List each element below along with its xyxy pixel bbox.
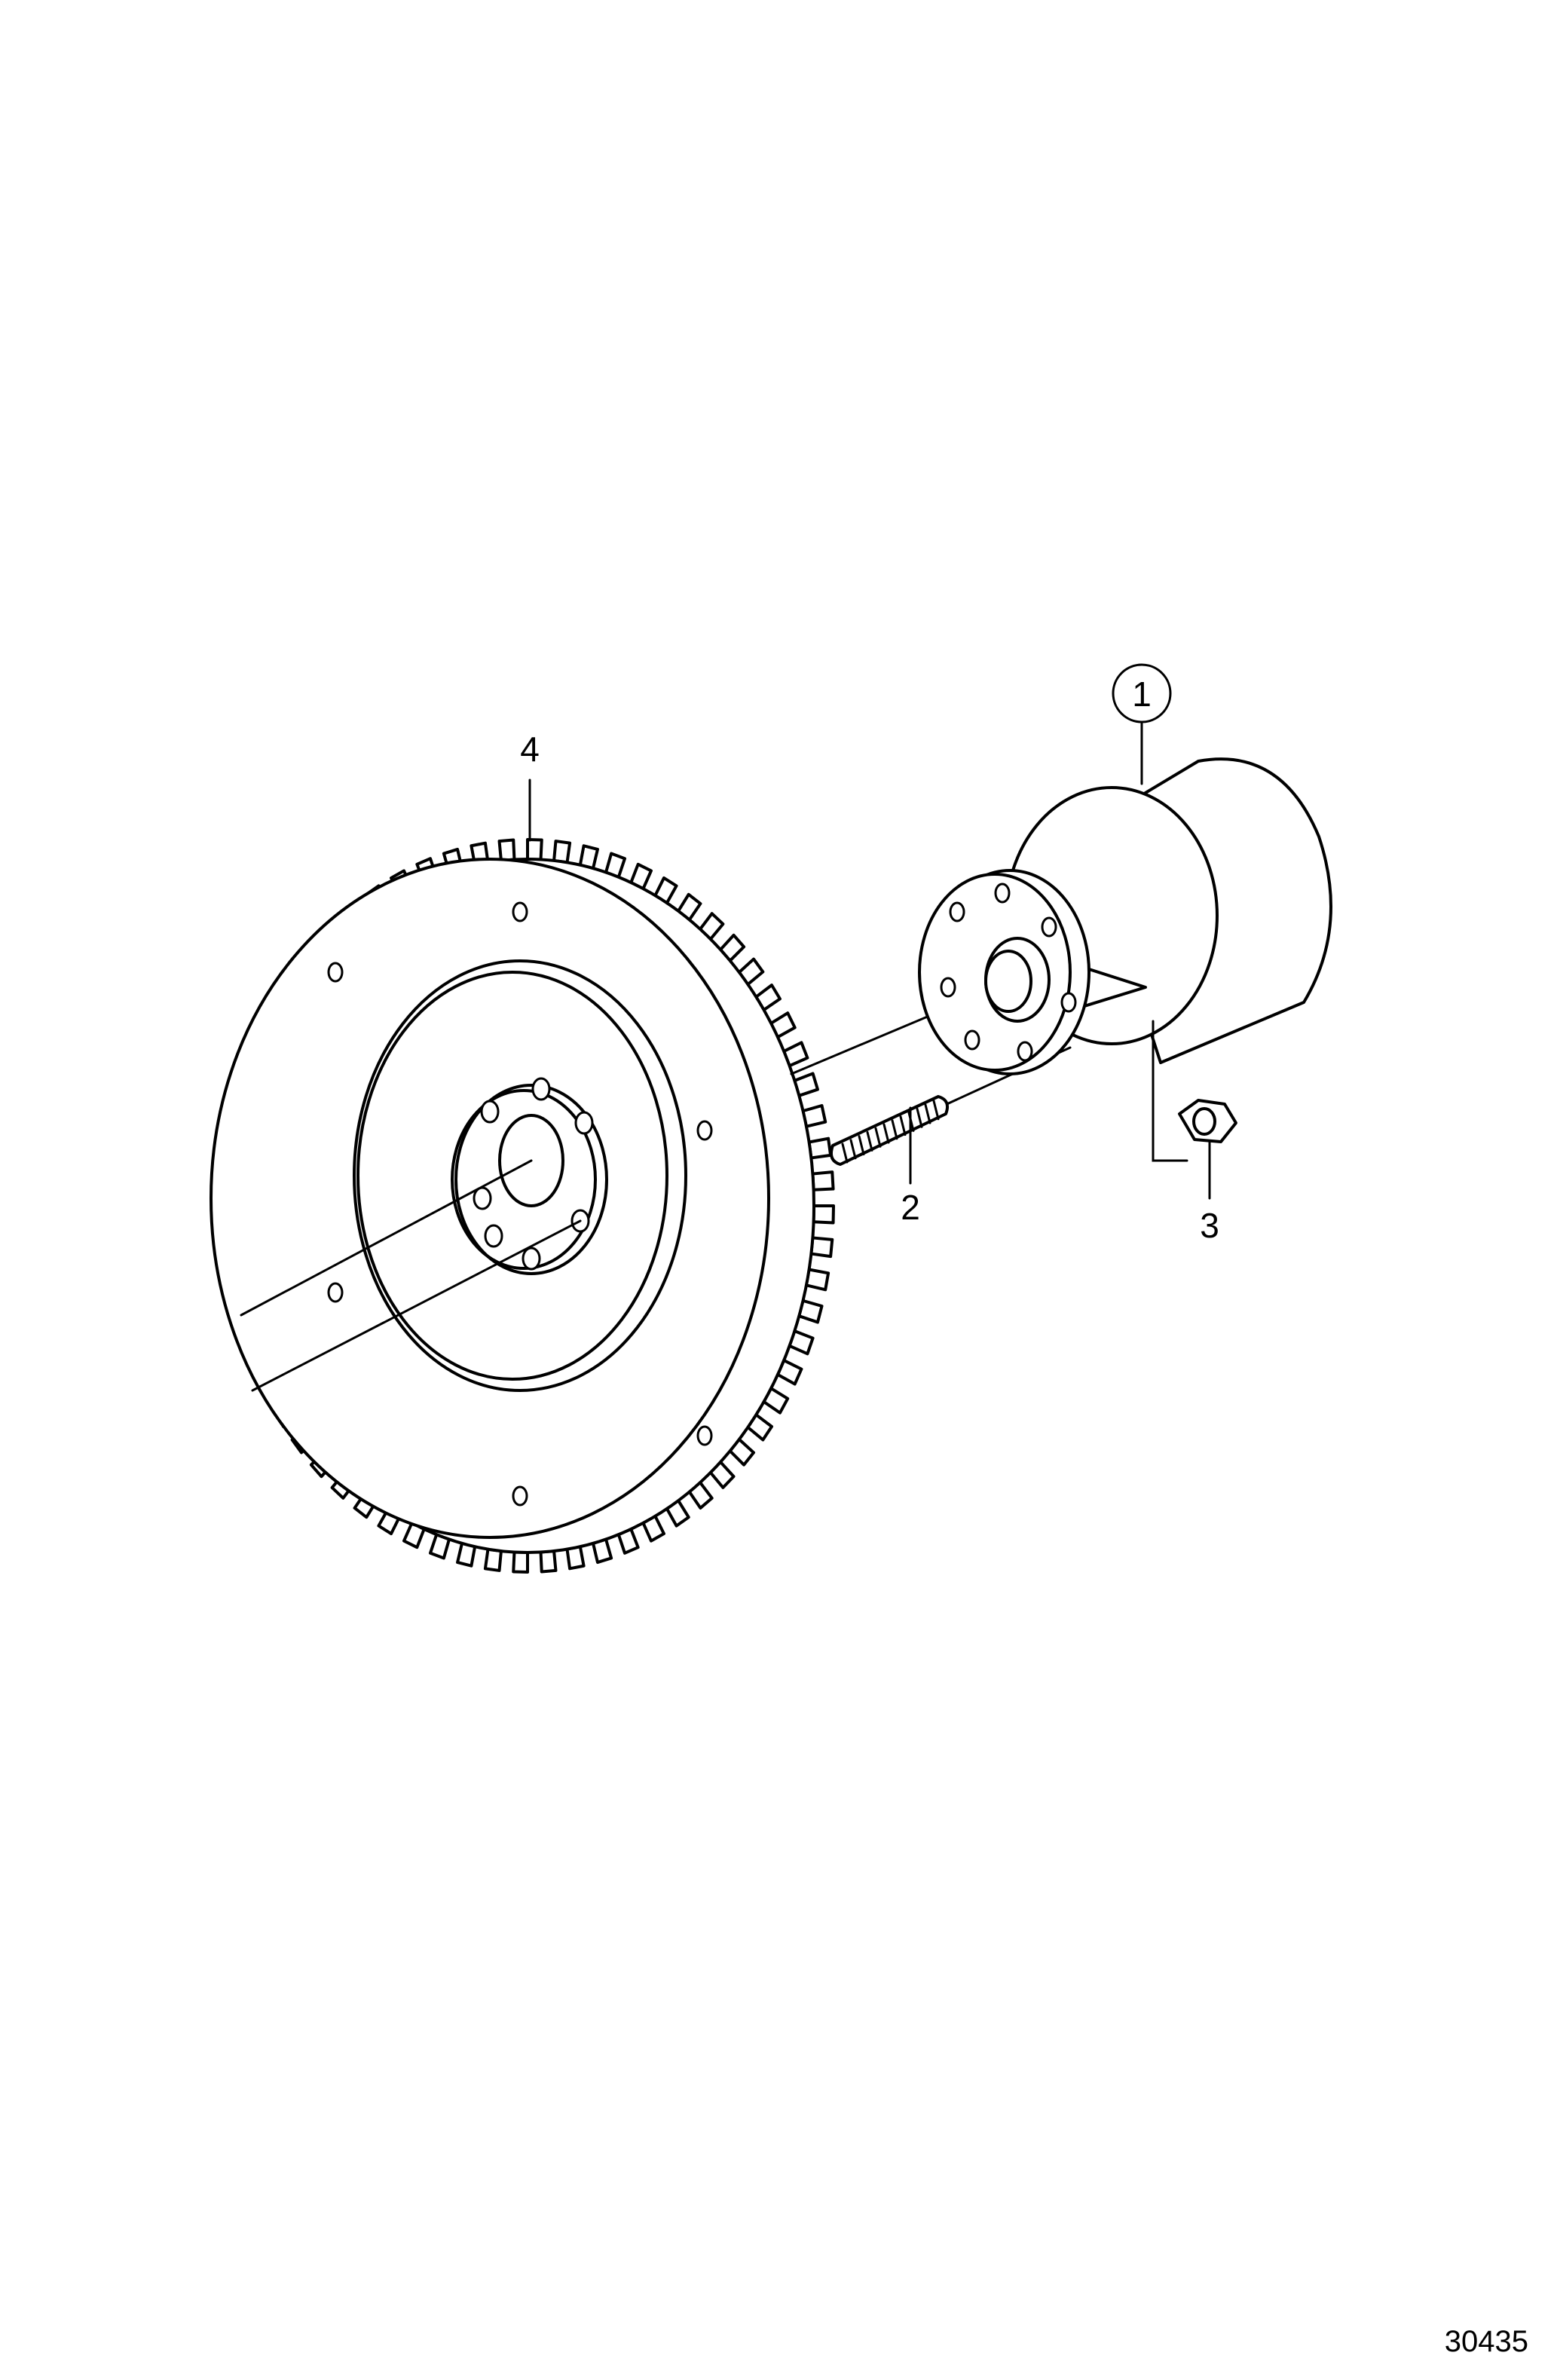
flywheel-recess-outer: [353, 959, 687, 1392]
stud-thread: [899, 1115, 907, 1136]
gear-tooth: [552, 840, 572, 864]
hub-bolt-hole: [522, 1247, 541, 1271]
flange-bolt-hole: [994, 883, 1011, 904]
figure-number: 30435: [1445, 2325, 1528, 2358]
hub-bolt-hole: [531, 1077, 551, 1101]
rim-bolt-hole: [696, 1120, 713, 1141]
flywheel-hub-edge: [451, 1089, 597, 1270]
rim-bolt-hole: [512, 1485, 528, 1507]
callout-2-label: 2: [901, 1188, 920, 1227]
assembly-line-stud: [251, 1219, 582, 1392]
coupling-assembly: [918, 757, 1332, 1075]
stud-thread: [924, 1103, 931, 1124]
rim-bolt-hole: [327, 962, 344, 983]
hub-bolt-hole: [480, 1100, 500, 1124]
stud-thread: [891, 1119, 898, 1140]
gear-tooth: [483, 1547, 503, 1572]
nut: [1178, 1099, 1237, 1143]
stud-thread: [874, 1127, 882, 1148]
assembly-line-center: [240, 1159, 533, 1317]
callout-4-label: 4: [520, 730, 540, 769]
stud-thread: [858, 1135, 865, 1156]
flange-bolt-hole: [940, 977, 956, 998]
flange-bolt-hole: [949, 901, 965, 922]
stud-thread: [883, 1123, 890, 1144]
gear-tooth: [512, 1550, 529, 1574]
coupling-bore-inner: [984, 950, 1032, 1013]
stud-thread: [849, 1139, 857, 1160]
stud-thread: [866, 1130, 873, 1152]
gear-tooth: [812, 1204, 835, 1225]
nut-body: [1178, 1099, 1237, 1143]
callout-1-circle: [1112, 663, 1172, 723]
stud-thread: [932, 1100, 940, 1121]
callout-3-bracket: [1152, 1020, 1188, 1162]
stud-thread: [916, 1107, 923, 1128]
hub-bolt-hole: [484, 1224, 503, 1248]
hub-bolt-hole: [574, 1111, 594, 1135]
callout-leaders: [528, 722, 1211, 1200]
rim-bolt-hole: [512, 901, 528, 922]
stud-thread: [841, 1143, 849, 1164]
stud-body: [830, 1095, 949, 1166]
stud: [830, 1095, 949, 1166]
callout-labels: 1 2 3 4: [520, 663, 1219, 1245]
flywheel-hub: [454, 1084, 608, 1275]
rim-bolt-hole: [327, 1282, 344, 1303]
callout-3-label: 3: [1200, 1206, 1219, 1245]
rim-bolt-hole: [696, 1425, 713, 1446]
callout-1-label: 1: [1132, 675, 1152, 714]
gear-tooth: [526, 838, 543, 861]
gear-tooth: [497, 838, 516, 862]
flange-bolt-hole: [1017, 1041, 1033, 1062]
gear-tooth: [809, 1236, 834, 1259]
flange-bolt-hole: [964, 1029, 980, 1051]
stud-threads: [841, 1100, 940, 1164]
flange-bolt-hole: [1041, 916, 1057, 938]
gear-tooth: [811, 1170, 835, 1192]
flange-bolt-hole: [1060, 992, 1077, 1013]
flywheel-recess-inner: [356, 971, 668, 1381]
flywheel: [210, 838, 835, 1574]
gear-tooth: [539, 1549, 558, 1574]
nut-bore: [1192, 1107, 1216, 1136]
